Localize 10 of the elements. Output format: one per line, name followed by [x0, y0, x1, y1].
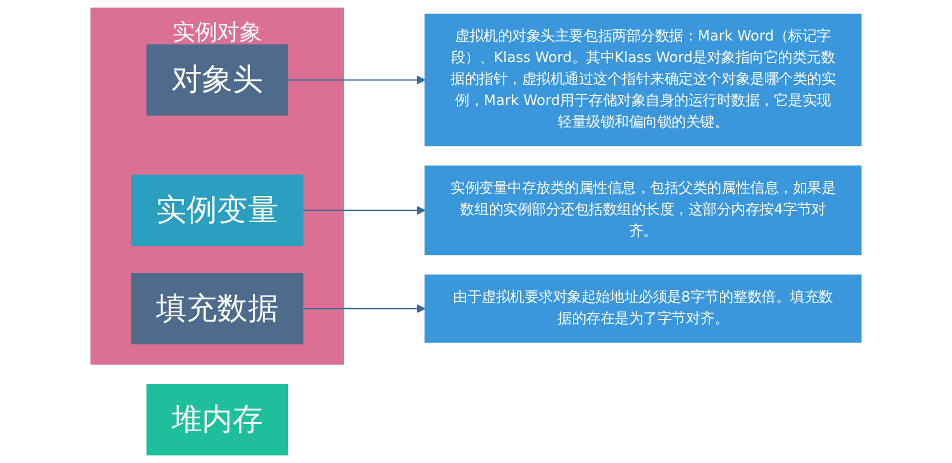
node-box: 虚拟机的对象头主要包括两部分数据：Mark Word（标记字段）、Klass Word。其中Klass Word是对象指向它的类元数据的指针，虚拟机通过这个指针来确定这个对象是哪个类的实例，Mark Word用于存储对象自身的运行时数据，它是实现轻量级锁和偏向锁的关键。 [424, 14, 862, 146]
arrow [302, 304, 426, 314]
node-box: 堆内存 [146, 384, 288, 456]
node-box: 实例变量中存放类的属性信息，包括父类的属性信息，如果是数组的实例部分还包括数组的长度，这部分内存按4字节对齐。 [424, 166, 862, 256]
node-box: 填充数据 [131, 273, 304, 344]
node-box: 实例变量 [131, 174, 304, 246]
arrow [302, 206, 426, 215]
arrow [288, 75, 426, 84]
node-box: 对象头 [146, 44, 288, 116]
node-box: 由于虚拟机要求对象起始地址必须是8字节的整数倍。填充数据的存在是为了字节对齐。 [424, 274, 862, 343]
